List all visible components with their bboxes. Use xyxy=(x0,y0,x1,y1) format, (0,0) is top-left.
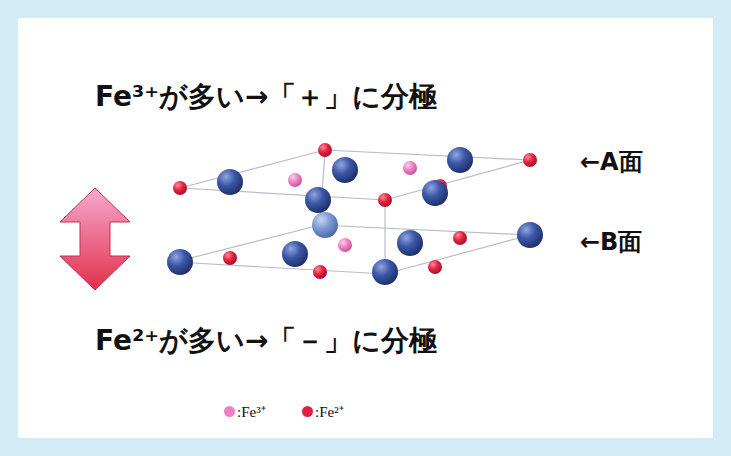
legend-swatch xyxy=(224,406,235,417)
a-plane-atoms xyxy=(173,143,537,213)
legend-text: :Fe²⁺ xyxy=(315,401,344,421)
legend-swatch xyxy=(302,406,313,417)
plane-label: ←A面 xyxy=(580,146,643,178)
legend-item: :Fe²⁺ xyxy=(302,401,344,421)
panel xyxy=(18,18,713,438)
b-plane-atoms xyxy=(167,212,543,285)
plane-label: ←B面 xyxy=(580,226,642,258)
double-arrow xyxy=(60,188,130,290)
legend-text: :Fe³⁺ xyxy=(237,401,266,421)
lattice-lines xyxy=(175,150,530,274)
legend-item: :Fe³⁺ xyxy=(224,401,266,421)
polarization-note: Fe²⁺が多い→「－」に分極 xyxy=(95,322,438,360)
polarization-note: Fe³⁺が多い→「＋」に分極 xyxy=(95,78,438,116)
